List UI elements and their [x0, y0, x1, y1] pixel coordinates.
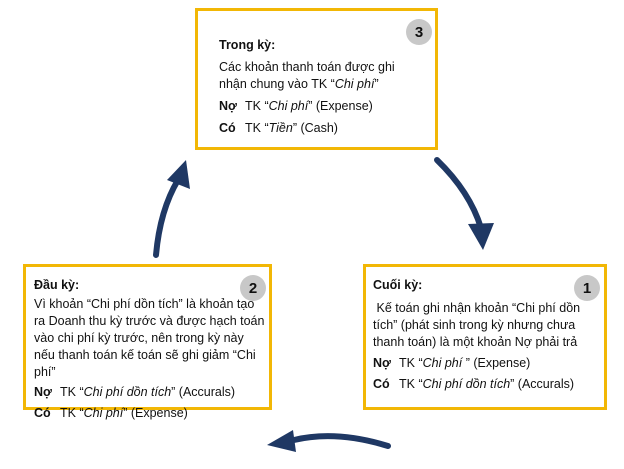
- step-title: Đầu kỳ:: [34, 278, 80, 292]
- step-number-badge: 3: [406, 19, 432, 45]
- credit-label: Có: [373, 377, 390, 391]
- step-1-box: 1 Cuối kỳ: Kế toán ghi nhận khoản “Chi p…: [363, 264, 607, 410]
- arrow-step3-to-step1: [434, 157, 494, 250]
- credit-account: TK “Tiền” (Cash): [245, 121, 338, 135]
- arrow-step1-to-step2: [267, 430, 391, 452]
- credit-account: TK “Chi phí” (Expense): [60, 406, 188, 420]
- arrow-step2-to-step3: [153, 160, 190, 258]
- step-number-badge: 1: [574, 275, 600, 301]
- debit-label: Nợ: [219, 99, 237, 113]
- debit-entry: Nợ TK “Chi phí ” (Expense): [373, 355, 605, 372]
- step-2-box: 2 Đầu kỳ: Vì khoản “Chi phí dồn tích” là…: [23, 264, 272, 420]
- debit-account: TK “Chi phí dồn tích” (Accurals): [60, 385, 236, 399]
- debit-entry: Nợ TK “Chi phí” (Expense): [219, 98, 409, 115]
- step-description: Vì khoản “Chi phí dồn tích” là khoản tạo…: [34, 297, 265, 379]
- debit-label: Nợ: [373, 356, 391, 370]
- credit-label: Có: [219, 121, 236, 135]
- step-description: Các khoản thanh toán được ghi nhận chung…: [219, 60, 395, 91]
- credit-entry: Có TK “Tiền” (Cash): [219, 120, 409, 137]
- debit-account: TK “Chi phí ” (Expense): [399, 356, 531, 370]
- debit-label: Nợ: [34, 385, 52, 399]
- credit-label: Có: [34, 406, 51, 420]
- debit-entry: Nợ TK “Chi phí dồn tích” (Accurals): [34, 384, 266, 401]
- step-title: Cuối kỳ:: [373, 278, 423, 292]
- step-title: Trong kỳ:: [219, 38, 276, 52]
- step-3-box: 3 Trong kỳ: Các khoản thanh toán được gh…: [195, 8, 438, 150]
- step-number-badge: 2: [240, 275, 266, 301]
- credit-account: TK “Chi phí dồn tích” (Accurals): [399, 377, 575, 391]
- step-description: Kế toán ghi nhận khoản “Chi phí dồn tích…: [373, 301, 584, 349]
- credit-entry: Có TK “Chi phí” (Expense): [34, 405, 266, 422]
- credit-entry: Có TK “Chi phí dồn tích” (Accurals): [373, 376, 605, 393]
- debit-account: TK “Chi phí” (Expense): [245, 99, 373, 113]
